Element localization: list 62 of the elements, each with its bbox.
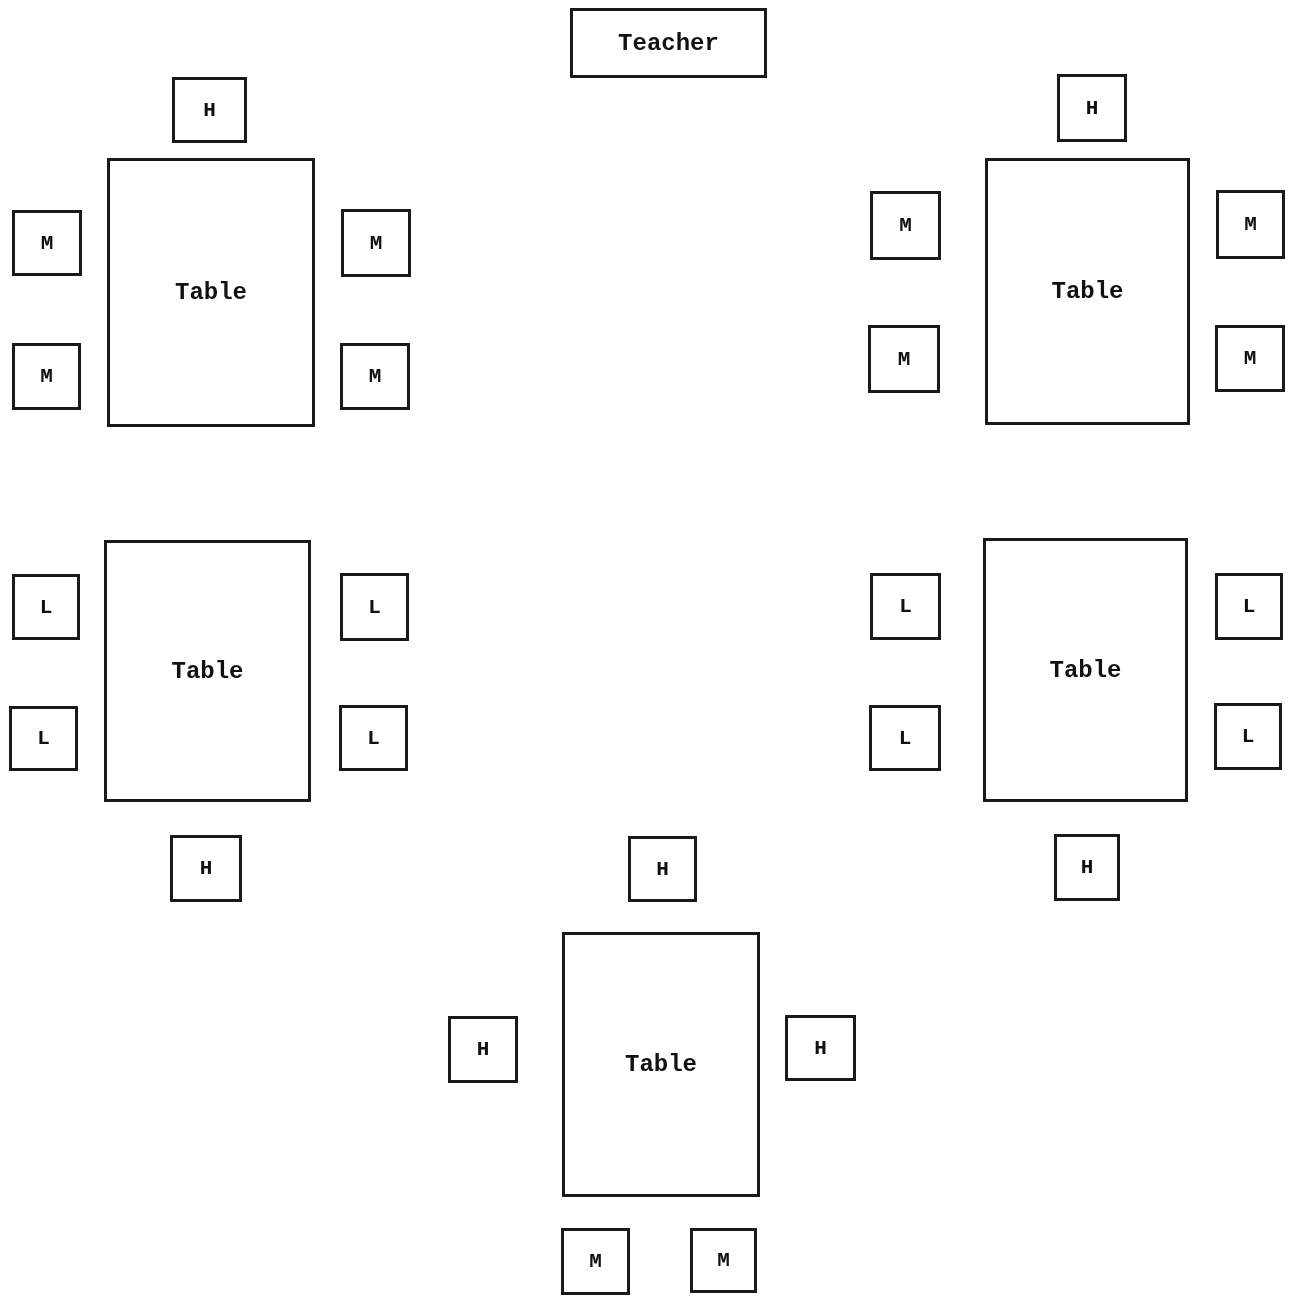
- table-label: Table: [1051, 278, 1124, 305]
- seat-label: M: [40, 231, 54, 255]
- seat-label: M: [1243, 347, 1257, 370]
- seat-label: M: [899, 214, 912, 237]
- seat-label: M: [717, 1249, 730, 1272]
- table: [985, 158, 1190, 425]
- seat-box: [12, 343, 81, 410]
- table-label: Table: [171, 657, 244, 685]
- seat-box: [870, 191, 941, 260]
- seat-box: [170, 835, 242, 902]
- seat-label: M: [897, 347, 911, 371]
- seat-box: [341, 209, 411, 277]
- seat-label: M: [368, 365, 382, 388]
- seat-box: [690, 1228, 757, 1293]
- seat-label: L: [1242, 595, 1256, 618]
- seat-label: H: [656, 857, 669, 881]
- seat-label: M: [40, 365, 53, 388]
- seat-box: [561, 1228, 630, 1295]
- seat-label: H: [1080, 856, 1094, 879]
- seat-label: H: [476, 1038, 490, 1061]
- seat-box: [340, 343, 410, 410]
- seat-box: [339, 705, 408, 771]
- table: [107, 158, 315, 427]
- table: [104, 540, 311, 802]
- desk-label: Teacher: [618, 29, 719, 57]
- seat-box: [1216, 190, 1285, 259]
- seat-label: L: [39, 595, 53, 619]
- seat-box: [12, 574, 80, 640]
- seat-box: [1215, 325, 1285, 392]
- seat-box: [869, 705, 941, 771]
- teacher-desk: [570, 8, 767, 78]
- seat-label: M: [589, 1250, 602, 1273]
- seat-box: [12, 210, 82, 276]
- seat-box: [448, 1016, 518, 1083]
- seat-label: M: [369, 231, 383, 255]
- seat-label: M: [1244, 213, 1257, 236]
- seat-box: [785, 1015, 856, 1081]
- seat-label: L: [898, 726, 912, 750]
- table-label: Table: [625, 1051, 697, 1078]
- seat-box: [868, 325, 940, 393]
- seat-label: H: [199, 857, 213, 880]
- seat-box: [628, 836, 697, 902]
- seat-label: L: [899, 595, 912, 618]
- seat-box: [1215, 573, 1283, 640]
- seat-box: [1054, 834, 1120, 901]
- table: [562, 932, 760, 1197]
- seat-box: [340, 573, 409, 641]
- seat-box: [1214, 703, 1282, 770]
- seat-label: L: [368, 595, 381, 619]
- seat-label: L: [367, 726, 380, 750]
- seat-label: H: [1085, 96, 1099, 120]
- seat-box: [870, 573, 941, 640]
- table: [983, 538, 1188, 802]
- seat-box: [172, 77, 247, 143]
- table-label: Table: [1049, 656, 1122, 684]
- seat-label: L: [1241, 725, 1255, 748]
- seat-label: H: [203, 98, 216, 122]
- seat-label: L: [37, 727, 50, 750]
- seat-box: [9, 706, 78, 771]
- seat-label: H: [814, 1036, 827, 1060]
- table-label: Table: [175, 279, 247, 306]
- seat-box: [1057, 74, 1127, 142]
